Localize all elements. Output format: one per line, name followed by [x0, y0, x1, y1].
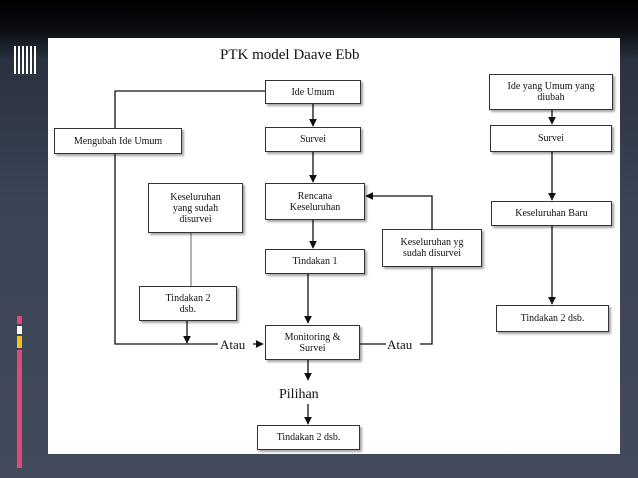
- atau-right-label: Atau: [387, 337, 413, 352]
- tindakan-1-box: Tindakan 1: [265, 249, 365, 274]
- keseluruhan-sudah-disurvei-box: Keseluruhan yang sudah disurvei: [148, 183, 243, 233]
- survei-center-box: Survei: [265, 127, 361, 152]
- arrow-loop-to-rencana: [365, 192, 433, 229]
- mengubah-ide-umum-box: Mengubah Ide Umum: [54, 128, 182, 154]
- line-mengubah-to-atau: [114, 154, 218, 345]
- flow-connectors: [114, 90, 556, 425]
- rencana-keseluruhan-box: Rencana Keseluruhan: [265, 183, 365, 220]
- atau-left-label: Atau: [220, 337, 246, 352]
- slide: PTK model Daave Ebb Ide Umum Survei Renc…: [48, 38, 620, 454]
- logo-bars-icon: [14, 46, 38, 74]
- line-ide-to-mengubah: [114, 90, 265, 128]
- tindakan-2-bottom-box: Tindakan 2 dsb.: [257, 425, 360, 450]
- keseluruhan-yg-disurvei-box: Keseluruhan yg sudah disurvei: [382, 229, 482, 267]
- survei-right-box: Survei: [490, 125, 612, 152]
- ide-umum-box: Ide Umum: [265, 80, 361, 104]
- line-atau-up: [420, 267, 433, 345]
- pilihan-label: Pilihan: [279, 387, 319, 402]
- diagram-title: PTK model Daave Ebb: [220, 47, 360, 63]
- side-accent-stripe: [17, 316, 22, 468]
- ide-yang-umum-box: Ide yang Umum yang diubah: [489, 74, 613, 110]
- tindakan-2-left-box: Tindakan 2 dsb.: [139, 286, 237, 321]
- monitoring-survei-box: Monitoring & Survei: [265, 325, 360, 360]
- tindakan-2-right-box: Tindakan 2 dsb.: [496, 305, 609, 332]
- keseluruhan-baru-box: Keseluruhan Baru: [491, 201, 612, 226]
